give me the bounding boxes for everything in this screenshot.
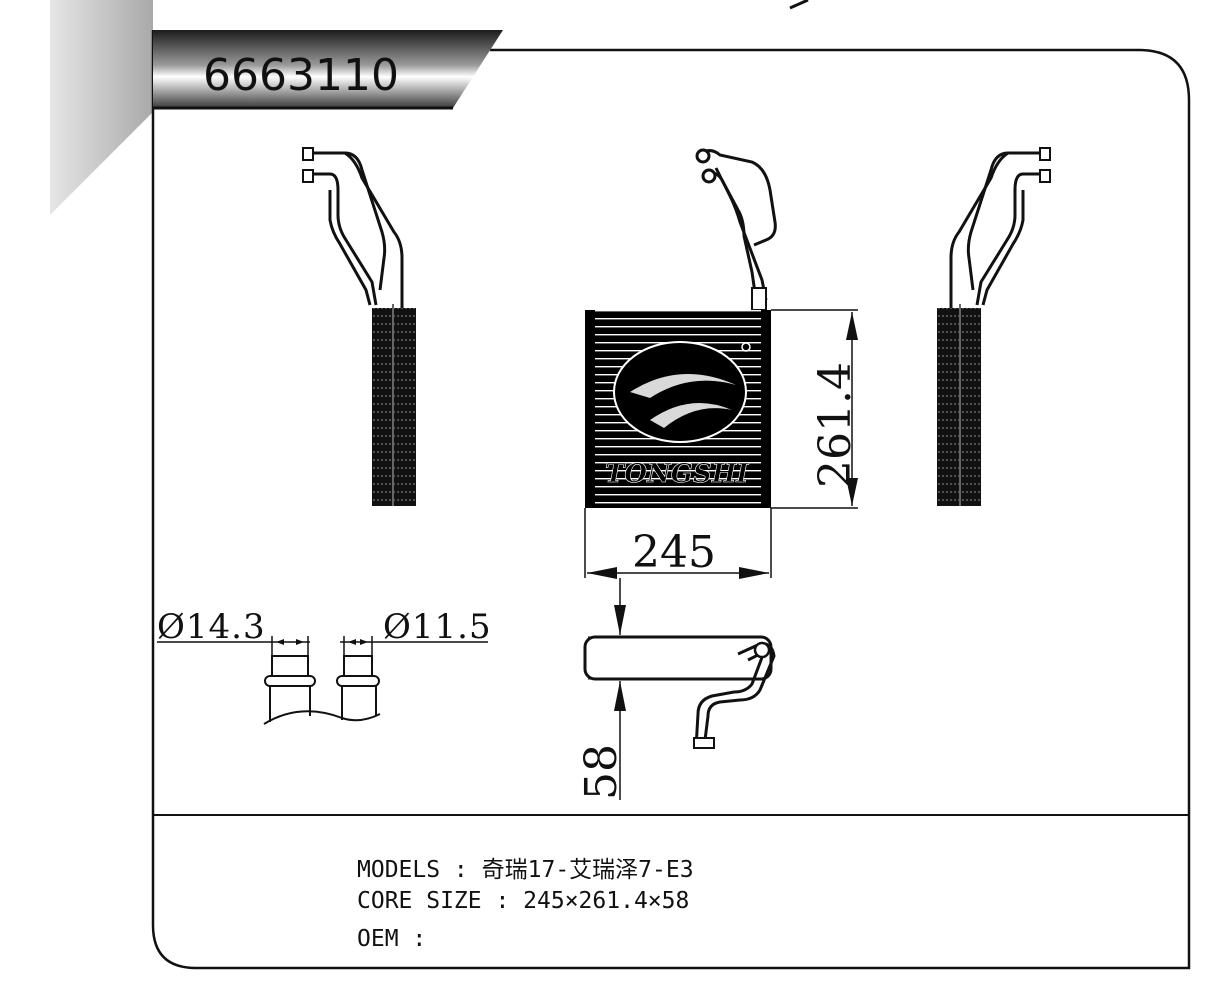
depth-dimension: 58 [576, 578, 630, 800]
core-size-line: CORE SIZE : 245×261.4×58 [357, 888, 690, 914]
right-side-view [937, 147, 1051, 506]
part-number-band [153, 30, 503, 108]
watermark-logo [613, 341, 747, 443]
top-view [583, 635, 776, 749]
top-fragment [789, 0, 809, 10]
oem-line: OEM : [357, 926, 427, 952]
part-number: 6663110 [203, 50, 399, 101]
width-value: 245 [632, 527, 716, 578]
height-dimension: 261.4 [771, 309, 861, 509]
margin-tab [50, 0, 153, 215]
depth-value: 58 [576, 744, 627, 800]
core-top [583, 635, 773, 681]
watermark-text: TONGSHI [605, 459, 749, 489]
front-view: TONGSHI [585, 148, 777, 508]
height-value: 261.4 [810, 362, 861, 488]
models-line: MODELS : 奇瑞17-艾瑞泽7-E3 [357, 857, 694, 883]
pipe-detail: Ø14.3 Ø11.5 [157, 607, 492, 725]
width-dimension: 245 [584, 508, 772, 579]
outlet-diameter: Ø11.5 [383, 607, 492, 647]
left-side-view [302, 147, 416, 506]
inlet-diameter: Ø14.3 [157, 607, 266, 647]
drawing-frame [151, 30, 1191, 970]
